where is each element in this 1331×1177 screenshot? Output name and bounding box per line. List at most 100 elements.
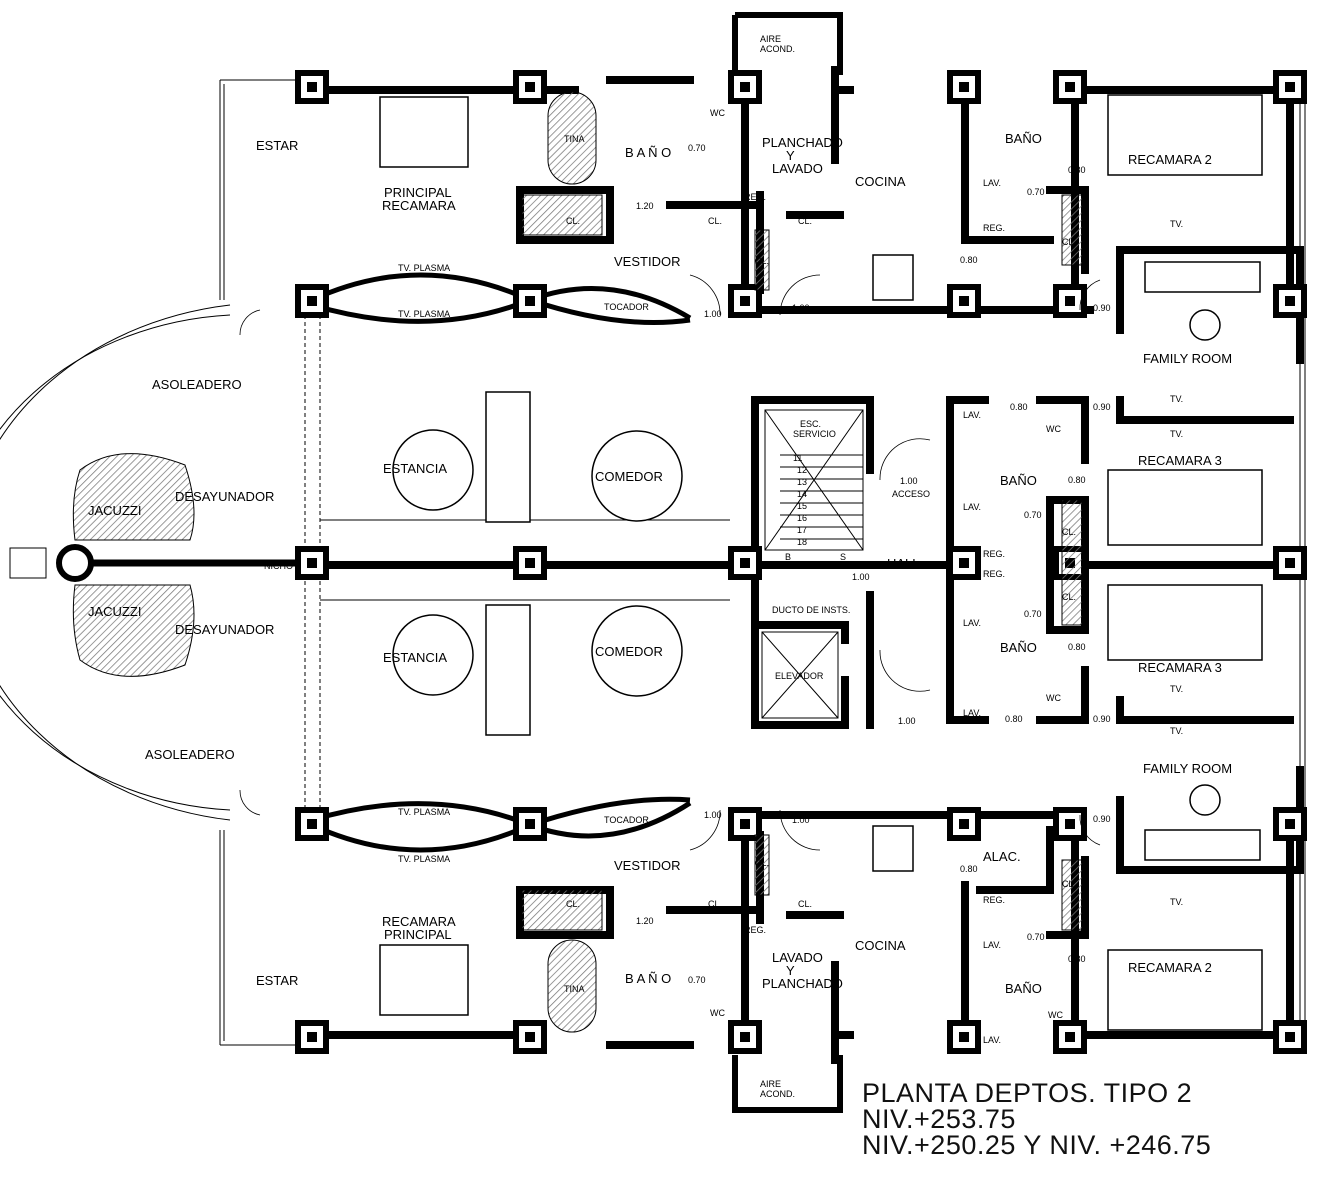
dim-080: 0.80 <box>1068 165 1086 175</box>
label-estancia-bot: ESTANCIA <box>383 650 447 665</box>
stair-step: 11 <box>793 453 802 463</box>
label-wc-4: WC <box>710 1008 725 1018</box>
label-cl-4: CL. <box>708 899 722 909</box>
label-hall: HALL <box>887 556 920 571</box>
label-jacuzzi-top: JACUZZI <box>88 503 141 518</box>
label-vestidor-top: VESTIDOR <box>614 254 680 269</box>
label-elevador: ELEVADOR <box>775 671 824 681</box>
label-cocina-top: COCINA <box>855 174 906 189</box>
label-reg-2: REG. <box>983 895 1005 905</box>
label-principal-bot: PRINCIPAL <box>384 927 452 942</box>
plan-level-1: NIV.+253.75 <box>862 1104 1016 1134</box>
dim-090: 0.90 <box>1093 402 1111 412</box>
label-estancia-top: ESTANCIA <box>383 461 447 476</box>
label-asoleadero-bot: ASOLEADERO <box>145 747 235 762</box>
label-bano3-bot: BAÑO <box>1000 640 1037 655</box>
dim-070: 0.70 <box>1024 609 1042 619</box>
door-swings <box>239 274 1101 851</box>
label-bano-top: B A Ñ O <box>625 145 671 160</box>
elevator-box <box>761 631 839 719</box>
label-recamara3-top: RECAMARA 3 <box>1138 453 1222 468</box>
label-jacuzzi-bot: JACUZZI <box>88 604 141 619</box>
dim-080: 0.80 <box>960 255 978 265</box>
label-recamara2-bot: RECAMARA 2 <box>1128 960 1212 975</box>
label-family-bot: FAMILY ROOM <box>1143 761 1232 776</box>
label-reg-6: REG. <box>744 925 766 935</box>
label-tv-plasma-4: TV. PLASMA <box>398 854 450 864</box>
nicho-axis <box>9 544 300 582</box>
label-recamara-bot: RECAMARA <box>382 914 456 929</box>
label-alac: ALAC. <box>983 849 1021 864</box>
ac-shafts <box>732 12 843 1113</box>
label-lav-2: LAV. <box>963 502 981 512</box>
service-stair <box>764 409 864 551</box>
label-estar-top: ESTAR <box>256 138 298 153</box>
dim-100: 1.00 <box>792 303 810 313</box>
label-lav-3: LAV. <box>963 618 981 628</box>
label-cl-3: CL. <box>708 216 722 226</box>
label-tina-top: TINA <box>564 134 585 144</box>
label-wc-3: WC <box>710 108 725 118</box>
stair-step: 17 <box>797 525 807 535</box>
label-tv-6: TV. <box>1170 897 1183 907</box>
label-recamara3-bot: RECAMARA 3 <box>1138 660 1222 675</box>
label-esc: ESC. <box>800 419 821 429</box>
label-acond-top: ACOND. <box>760 44 795 54</box>
label-tv-4: TV. <box>1170 684 1183 694</box>
dim-080: 0.80 <box>1005 714 1023 724</box>
label-planchado-bot: PLANCHADO <box>762 976 843 991</box>
plan-title-block: PLANTA DEPTOS. TIPO 2 NIV.+253.75 NIV.+2… <box>862 1078 1211 1159</box>
label-planchado-top: PLANCHADO <box>762 135 843 150</box>
dim-080: 0.80 <box>1068 475 1086 485</box>
label-tv-plasma-1: TV. PLASMA <box>398 263 450 273</box>
label-lavado-bot: LAVADO <box>772 950 823 965</box>
label-tv-2: TV. <box>1170 394 1183 404</box>
label-ducto: DUCTO DE INSTS. <box>772 605 850 615</box>
label-bano3-top: BAÑO <box>1000 473 1037 488</box>
dim-100: 1.00 <box>704 309 722 319</box>
stair-step: 14 <box>797 489 807 499</box>
label-comedor-bot: COMEDOR <box>595 644 663 659</box>
stair-step: 16 <box>797 513 807 523</box>
dim-100: 1.00 <box>898 716 916 726</box>
dimension-labels: 0.70 0.70 0.70 0.70 0.70 0.70 1.20 1.20 … <box>636 143 1111 985</box>
label-bano2-top: BAÑO <box>1005 131 1042 146</box>
column-cores <box>307 82 1295 1042</box>
label-cl-6: CL. <box>798 899 812 909</box>
dim-080: 0.80 <box>1068 954 1086 964</box>
label-recamara2-top: RECAMARA 2 <box>1128 152 1212 167</box>
label-wc-2: WC <box>1046 693 1061 703</box>
label-vestidor-bot: VESTIDOR <box>614 858 680 873</box>
label-acond-bot: ACOND. <box>760 1089 795 1099</box>
dim-080: 0.80 <box>960 864 978 874</box>
label-lav-5: LAV. <box>983 178 1001 188</box>
stair-step: 12 <box>797 465 807 475</box>
plan-title: PLANTA DEPTOS. TIPO 2 <box>862 1078 1193 1108</box>
label-desayunador-bot: DESAYUNADOR <box>175 622 274 637</box>
label-wc-5: WC <box>1048 1010 1063 1020</box>
label-desayunador-top: DESAYUNADOR <box>175 489 274 504</box>
label-lav-1: LAV. <box>963 410 981 420</box>
label-y-bot: Y <box>786 963 795 978</box>
dim-090: 0.90 <box>1093 714 1111 724</box>
label-cocina-bot: COCINA <box>855 938 906 953</box>
label-lav-6: LAV. <box>983 940 1001 950</box>
label-bano-bot: B A Ñ O <box>625 971 671 986</box>
label-comedor-top: COMEDOR <box>595 469 663 484</box>
label-cl-10: CL. <box>1062 879 1076 889</box>
label-wc-1: WC <box>1046 424 1061 434</box>
label-tv-1: TV. <box>1170 219 1183 229</box>
dim-120: 1.20 <box>636 916 654 926</box>
label-cl-11: CL. <box>1062 527 1076 537</box>
stair-step-numbers: 11 12 13 14 15 16 17 18 <box>793 453 807 547</box>
dim-100: 1.00 <box>792 815 810 825</box>
label-y-top: Y <box>786 148 795 163</box>
room-labels: AIRE ACOND. AIRE ACOND. ESTAR ESTAR PRIN… <box>88 34 1232 1099</box>
dim-070: 0.70 <box>688 143 706 153</box>
label-stair-b: B <box>785 552 791 562</box>
dim-080: 0.80 <box>1068 642 1086 652</box>
dim-070: 0.70 <box>1027 932 1045 942</box>
dim-070: 0.70 <box>1024 510 1042 520</box>
label-tv-plasma-2: TV. PLASMA <box>398 309 450 319</box>
